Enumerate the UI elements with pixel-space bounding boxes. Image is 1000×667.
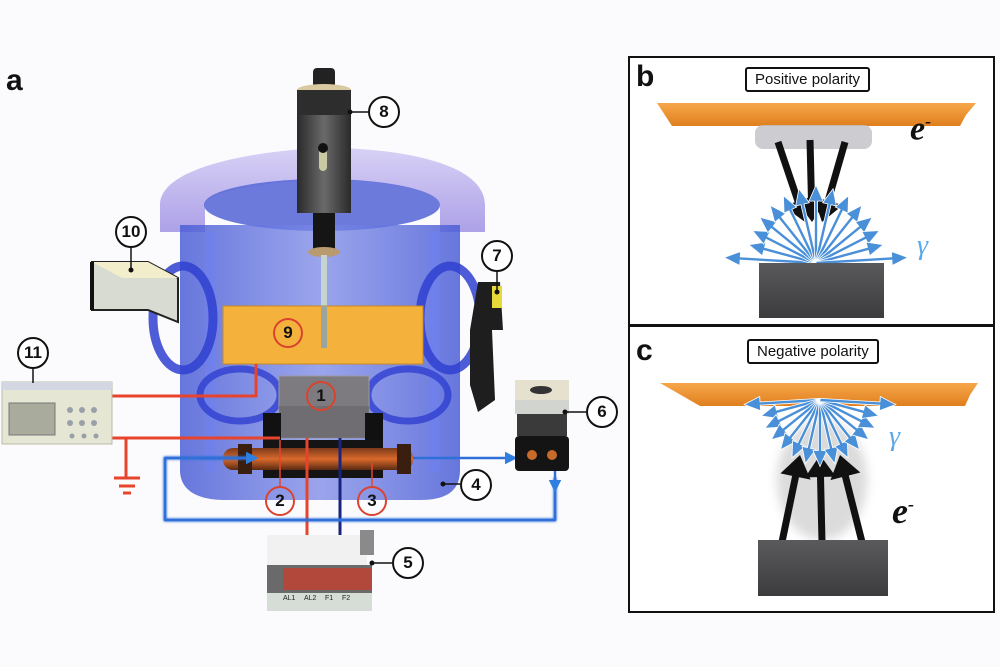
electron-symbol-text: e (910, 110, 926, 148)
callout-5: 5 (392, 547, 424, 579)
callout-11: 11 (17, 337, 49, 369)
panel-c-letter: c (636, 334, 653, 367)
oscilloscope-11 (1, 381, 113, 445)
callout-3: 3 (357, 486, 387, 516)
meter-5 (267, 530, 374, 611)
positive-polarity-label: Positive polarity (745, 67, 871, 92)
meter-key-f2: F2 (342, 595, 351, 602)
ground-icon (114, 476, 140, 495)
thermometer-7 (470, 282, 503, 412)
callout-2: 2 (265, 486, 295, 516)
callout-7: 7 (481, 240, 513, 272)
electron-charge: - (925, 111, 932, 131)
callout-leaders-red (279, 440, 373, 486)
panel-b-frame (628, 56, 995, 326)
panel-c-electron-symbol: e- (892, 493, 914, 529)
callout-4: 4 (460, 469, 492, 501)
chiller-6 (515, 380, 569, 471)
panel-c-gamma-symbol: γ (889, 421, 901, 452)
inner-wall-right (430, 232, 440, 472)
chamber-flange (160, 148, 485, 232)
callout-dots (128, 109, 568, 566)
sample-holder-right (365, 413, 383, 446)
callout-1: 1 (306, 381, 336, 411)
callout-6: 6 (586, 396, 618, 428)
panel-b-letter: b (636, 60, 655, 93)
transducer-8 (297, 68, 351, 347)
panel-b-gamma-symbol: γ (917, 230, 929, 261)
callout-leaders (32, 111, 586, 564)
panel-b-electron-symbol: e- (910, 112, 931, 146)
electron-symbol-text: e (892, 491, 908, 531)
callout-9: 9 (273, 318, 303, 348)
meter-key-f1: F1 (325, 595, 334, 602)
callout-10: 10 (115, 216, 147, 248)
wiring (112, 364, 562, 535)
meter-key-al1: AL1 (283, 595, 296, 602)
negative-polarity-label: Negative polarity (747, 339, 879, 364)
sensor-10-housing (90, 261, 179, 324)
panel-c-frame (628, 325, 995, 613)
wire-red-electrode (112, 364, 258, 398)
electron-charge: - (907, 494, 914, 514)
heater-tube (223, 444, 413, 474)
callout-8: 8 (368, 96, 400, 128)
probe-tip (321, 306, 327, 348)
panel-a-letter: a (6, 64, 23, 97)
meter-key-al2: AL2 (304, 595, 317, 602)
